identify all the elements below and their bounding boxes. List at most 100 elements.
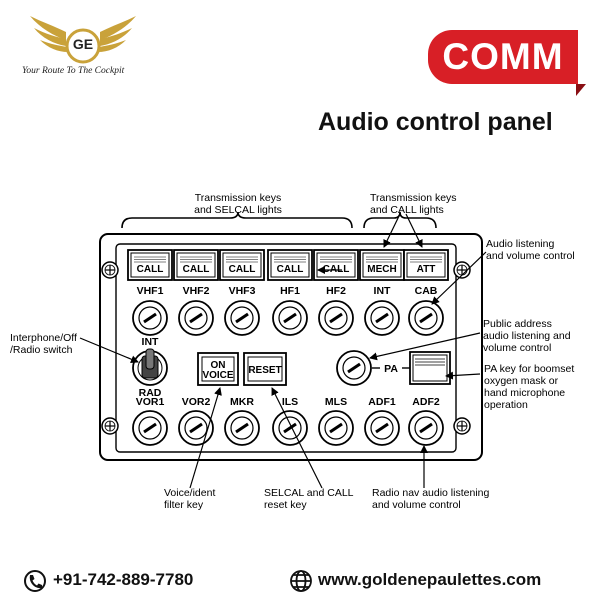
screw-icon	[101, 417, 119, 435]
callout-public-address-1: Public address	[483, 318, 552, 330]
badge-fold	[576, 84, 586, 96]
knob-label: CAB	[415, 285, 438, 297]
knob-label: MKR	[230, 396, 254, 408]
transmit-key[interactable]	[313, 249, 359, 281]
knob-label: VHF2	[183, 285, 210, 297]
website-link[interactable]: www.goldenepaulettes.com	[318, 570, 542, 589]
callout-public-address-2: audio listening and	[483, 330, 571, 342]
reset-key[interactable]	[243, 352, 287, 386]
transmit-key[interactable]	[127, 249, 173, 281]
transmit-key[interactable]	[219, 249, 265, 281]
voice-key-on: ON	[211, 360, 226, 371]
callout-voice-ident-1: Voice/ident	[164, 487, 215, 499]
arrow-interphone	[79, 337, 139, 364]
callout-interphone-2: /Radio switch	[10, 344, 73, 356]
volume-knob[interactable]	[178, 300, 214, 336]
callout-pa-key-1: PA key for boomset	[484, 363, 574, 375]
callout-audio-listening-1: Audio listening	[486, 238, 554, 250]
volume-knob[interactable]	[364, 300, 400, 336]
logo-wings-icon	[30, 16, 136, 64]
logo-initials: GE	[72, 36, 94, 52]
volume-knob[interactable]	[224, 300, 260, 336]
arrow-selcal-reset	[271, 387, 323, 489]
transmit-key-label: CALL	[183, 264, 210, 275]
screw-icon	[453, 417, 471, 435]
transmit-key-label: CALL	[277, 264, 304, 275]
callout-selcal-reset-2: reset key	[264, 499, 307, 511]
knob-label: VHF3	[229, 285, 256, 297]
volume-knob[interactable]	[272, 410, 308, 446]
volume-knob[interactable]	[178, 410, 214, 446]
transmit-key-label: CALL	[137, 264, 164, 275]
phone-number[interactable]: +91-742-889-7780	[53, 570, 194, 589]
callout-transmission-selcal-1: Transmission keys	[195, 192, 282, 204]
callout-transmission-selcal-2: and SELCAL lights	[194, 204, 282, 216]
volume-knob[interactable]	[132, 300, 168, 336]
screw-icon	[453, 261, 471, 279]
callout-pa-key-2: oxygen mask or	[484, 375, 559, 387]
volume-knob[interactable]	[408, 300, 444, 336]
knob-label: VHF1	[137, 285, 164, 297]
logo-tagline: Your Route To The Cockpit	[22, 66, 125, 76]
brace-transmission-call	[363, 211, 437, 229]
pa-key[interactable]	[409, 351, 451, 385]
arrow-voice-ident	[189, 387, 222, 489]
page-title: Audio control panel	[318, 108, 553, 136]
transmit-key-label: MECH	[367, 264, 396, 275]
panel-inner	[115, 243, 457, 453]
globe-icon	[290, 570, 312, 592]
phone-icon	[24, 570, 46, 592]
knob-label: ADF2	[412, 396, 440, 408]
arrow-audio-listening	[431, 251, 487, 305]
transmit-key-label: CALL	[229, 264, 256, 275]
interphone-radio-switch[interactable]	[132, 348, 168, 386]
switch-int-label: INT	[142, 336, 160, 348]
knob-label: VOR2	[182, 396, 211, 408]
volume-knob[interactable]	[318, 410, 354, 446]
callout-transmission-call-1: Transmission keys	[370, 192, 457, 204]
knob-label: HF2	[326, 285, 346, 297]
reset-key-label: RESET	[248, 365, 281, 376]
pa-label: PA	[384, 363, 398, 375]
callout-transmission-call-2: and CALL lights	[370, 204, 444, 216]
knob-label: HF1	[280, 285, 300, 297]
comm-badge	[428, 30, 578, 84]
pa-volume-knob[interactable]	[336, 350, 372, 386]
transmit-key[interactable]	[267, 249, 313, 281]
callout-voice-ident-2: filter key	[164, 499, 204, 511]
knob-label: MLS	[325, 396, 347, 408]
volume-knob[interactable]	[272, 300, 308, 336]
arrow-call-att	[405, 213, 423, 248]
comm-badge-label: COMM	[442, 36, 564, 77]
transmit-key-label: ATT	[417, 264, 436, 275]
voice-key-voice: VOICE	[202, 370, 233, 381]
arrow-public-address	[369, 332, 481, 361]
volume-knob[interactable]	[408, 410, 444, 446]
voice-filter-key[interactable]	[197, 352, 239, 386]
callout-audio-listening-2: and volume control	[486, 250, 575, 262]
knob-label: ADF1	[368, 396, 396, 408]
volume-knob[interactable]	[224, 410, 260, 446]
arrow-pa-key	[445, 371, 481, 380]
callout-radio-nav-1: Radio nav audio listening	[372, 487, 489, 499]
knob-label: VOR1	[136, 396, 165, 408]
switch-rad-label: RAD	[139, 387, 162, 399]
screw-icon	[101, 261, 119, 279]
callout-selcal-reset-1: SELCAL and CALL	[264, 487, 354, 499]
callout-pa-key-3: hand microphone	[484, 387, 565, 399]
callout-public-address-3: volume control	[483, 342, 551, 354]
knob-label: ILS	[282, 396, 298, 408]
callout-radio-nav-2: and volume control	[372, 499, 461, 511]
volume-knob[interactable]	[318, 300, 354, 336]
volume-knob[interactable]	[132, 410, 168, 446]
callout-interphone-1: Interphone/Off	[10, 332, 77, 344]
volume-knob[interactable]	[364, 410, 400, 446]
transmit-key[interactable]	[173, 249, 219, 281]
knob-label: INT	[374, 285, 392, 297]
panel-screws	[101, 261, 471, 435]
transmit-key[interactable]	[403, 249, 449, 281]
brace-transmission-selcal	[121, 211, 353, 229]
callout-pa-key-4: operation	[484, 399, 528, 411]
